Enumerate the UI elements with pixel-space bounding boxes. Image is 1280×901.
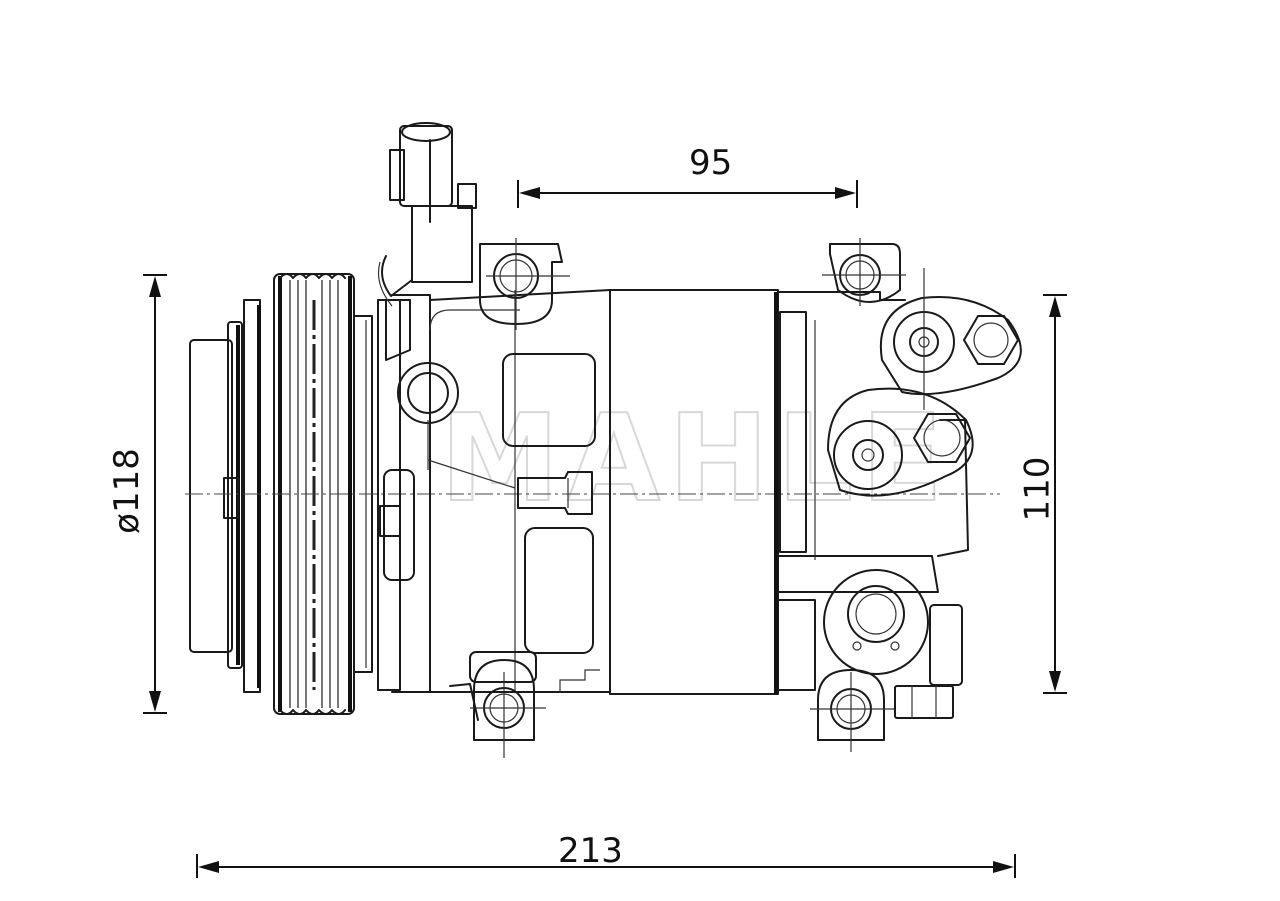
suction-port-fitting <box>879 268 1022 410</box>
dimension-213-label: 213 <box>558 831 623 871</box>
dimension-118-label: ø118 <box>106 448 147 534</box>
mounting-ear-top-left <box>479 238 570 330</box>
watermark-logo: MAHLE <box>440 390 951 529</box>
dimension-95-line <box>517 180 858 208</box>
discharge-port-fitting <box>827 387 974 497</box>
pressure-relief-valve <box>823 569 929 675</box>
mounting-ear-bottom-left <box>449 651 546 758</box>
dimension-110-line <box>1043 294 1067 694</box>
cylinder-body <box>609 289 779 695</box>
dimension-95-label: 95 <box>689 143 733 183</box>
dimension-213-line <box>196 854 1016 878</box>
mounting-ear-bottom-right <box>810 669 954 752</box>
electrical-connector <box>377 122 477 307</box>
mounting-ear-top-right <box>822 238 906 306</box>
dimension-118-line <box>143 274 167 714</box>
dimension-110-label: 110 <box>1017 456 1058 522</box>
